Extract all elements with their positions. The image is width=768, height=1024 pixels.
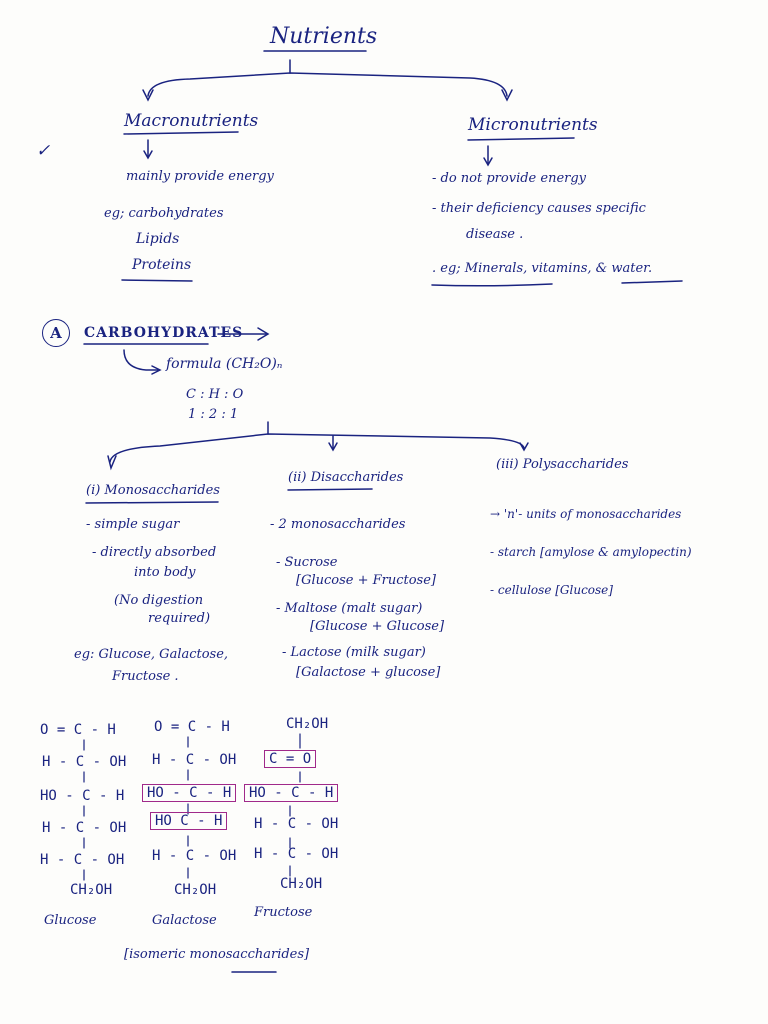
fructose-row-3-highlight: HO - C - H [244, 784, 339, 803]
macro-example-1: eg; carbohydrates [104, 206, 224, 221]
mono-point-3: into body [134, 565, 196, 580]
ratio-values: 1 : 2 : 1 [188, 407, 239, 422]
fructose-row-2-highlight: C = O [264, 750, 317, 769]
glucose-row-6: CH₂OH [70, 882, 113, 898]
fructose-label: Fructose [254, 905, 313, 920]
mono-point-1: - simple sugar [86, 517, 180, 532]
fructose-row-1: CH₂OH [286, 716, 329, 732]
page-title: Nutrients [270, 24, 378, 49]
isomer-caption: [isomeric monosaccharides] [124, 947, 310, 962]
section-marker: A [42, 319, 70, 347]
poly-point-1: → 'n'- units of monosaccharides [490, 507, 682, 521]
carbohydrate-formula: formula (CH₂O)ₙ [166, 356, 283, 372]
polysaccharides-heading: (iii) Polysaccharides [496, 457, 629, 472]
di-point-3: [Glucose + Fructose] [296, 573, 436, 588]
micro-point-3: disease . [466, 227, 524, 242]
glucose-row-4: H - C - OH [42, 820, 127, 836]
macronutrients-heading: Macronutrients [124, 111, 259, 131]
poly-point-2: - starch [amylose & amylopectin) [490, 545, 692, 559]
glucose-label: Glucose [44, 913, 97, 928]
mono-point-5: required) [148, 611, 211, 626]
galactose-row-6: CH₂OH [174, 882, 217, 898]
macro-example-2: Lipids [136, 231, 180, 247]
di-point-5: [Glucose + Glucose] [310, 619, 445, 634]
glucose-row-3: HO - C - H [40, 788, 125, 804]
macro-note: mainly provide energy [126, 169, 274, 184]
mono-examples-2: Fructose . [112, 669, 179, 684]
galactose-row-3-highlight: HO - C - H [142, 784, 237, 803]
galactose-row-5: H - C - OH [152, 848, 237, 864]
galactose-row-1: O = C - H [154, 719, 230, 735]
di-point-2: - Sucrose [276, 555, 338, 570]
mono-point-4: (No digestion [114, 593, 204, 608]
ratio-elements: C : H : O [186, 387, 244, 402]
micro-point-2: - their deficiency causes specific [432, 201, 646, 216]
di-point-1: - 2 monosaccharides [270, 517, 406, 532]
fructose-row-6: CH₂OH [280, 876, 323, 892]
galactose-row-4-highlight: HO C - H [150, 812, 228, 831]
micronutrients-heading: Micronutrients [468, 115, 598, 135]
glucose-row-5: H - C - OH [40, 852, 125, 868]
fructose-row-4: H - C - OH [254, 816, 339, 832]
di-point-4: - Maltose (malt sugar) [276, 601, 423, 616]
glucose-row-2: H - C - OH [42, 754, 127, 770]
monosaccharides-heading: (i) Monosaccharides [86, 483, 220, 498]
di-point-7: [Galactose + glucose] [296, 665, 441, 680]
disaccharides-heading: (ii) Disaccharides [288, 470, 404, 485]
mono-point-2: - directly absorbed [92, 545, 217, 560]
micro-examples: . eg; Minerals, vitamins, & water. [432, 261, 653, 276]
fructose-row-5: H - C - OH [254, 846, 339, 862]
macro-example-3: Proteins [132, 257, 192, 273]
mono-examples: eg: Glucose, Galactose, [74, 647, 229, 662]
micro-point-1: - do not provide energy [432, 171, 587, 186]
carbohydrates-heading: CARBOHYDRATES [84, 325, 244, 341]
side-check-mark: ✓ [36, 141, 51, 161]
glucose-row-1: O = C - H [40, 722, 116, 738]
di-point-6: - Lactose (milk sugar) [282, 645, 426, 660]
galactose-label: Galactose [152, 913, 217, 928]
galactose-row-2: H - C - OH [152, 752, 237, 768]
poly-point-3: - cellulose [Glucose] [490, 583, 613, 597]
